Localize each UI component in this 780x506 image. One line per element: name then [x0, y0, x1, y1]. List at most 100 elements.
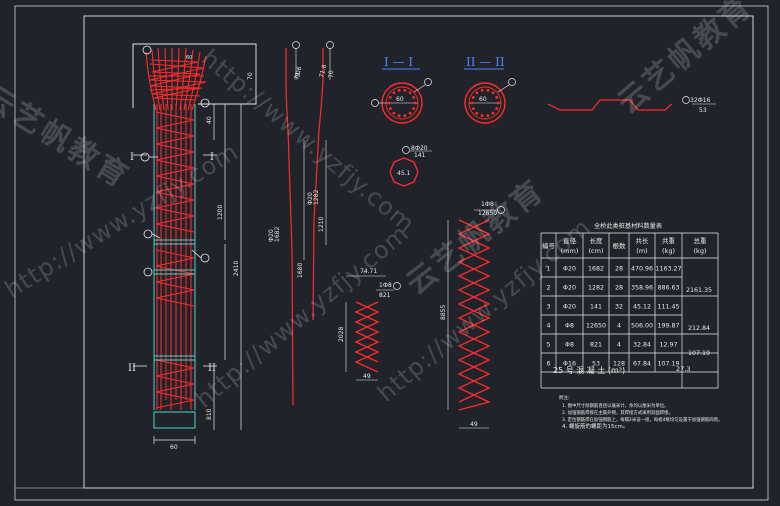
table-cell: Φ8	[565, 323, 574, 330]
bar2-label-len: 1282	[313, 190, 320, 205]
table-cell: 5	[546, 342, 550, 349]
section-1-bar-dot	[412, 96, 416, 99]
section-mark-1-left: I	[130, 152, 134, 163]
section-2-bar-dot	[471, 107, 475, 110]
total-weight-2: 212.84	[688, 325, 710, 332]
section-1-1: I — I 60	[371, 55, 432, 124]
section-2-bar-dot	[475, 111, 479, 115]
bar1-dim-70: 70	[295, 70, 302, 78]
table-cell: 45.12	[633, 304, 651, 311]
table-cell: 12650	[586, 323, 606, 330]
notes: 附注： 1. 图中尺寸除钢筋直径以毫米计，余均以厘米为单位。 2. 加强钢筋焊接…	[559, 394, 722, 430]
spiral4-label-b: 12650	[478, 210, 497, 217]
table-header-unit: (mm)	[561, 247, 579, 255]
table-title: 全桥此类桩基材料数量表	[594, 222, 662, 230]
note-3: 3. 定位钢筋焊在加强钢筋上，每隔2米设一组，每组4根均匀设置于加强钢筋四周。	[562, 416, 722, 423]
table-cell: 506.00	[631, 323, 653, 330]
section-2-bar-dot	[480, 114, 484, 118]
table-cell: 67.84	[633, 361, 651, 368]
table-header-cell: 共长	[636, 236, 650, 245]
table-cell: 821	[590, 342, 602, 349]
section-2-bar-dot	[486, 114, 490, 118]
table-cell: 2	[546, 285, 550, 292]
section-1-bar-dot	[408, 91, 412, 95]
section-mark-1-right: I	[210, 152, 214, 163]
dim-60-bottom: 60	[170, 444, 178, 451]
spiral5-label-a: 1Ф8	[379, 282, 392, 289]
material-table: 全桥此类桩基材料数量表 编号直径(mm)长度(cm)根数共长(m)共重(kg)总…	[540, 222, 719, 389]
section-2-dia: 60	[479, 96, 487, 103]
section-2-bar-dot	[491, 111, 495, 115]
table-header-cell: 直径	[563, 236, 577, 245]
dim-1200: 1200	[217, 205, 224, 220]
bar1-label-len: 1682	[274, 227, 281, 242]
section-1-bar-dot	[388, 107, 392, 110]
spiral5-height: 2028	[338, 327, 345, 342]
section-2-bar-dot	[475, 91, 479, 95]
section-2-bar-dot	[495, 107, 499, 110]
section-1-bar-dot	[397, 88, 401, 92]
section-1-bar-dot	[408, 111, 412, 115]
section-mark-2-left: II	[128, 363, 136, 374]
bar6-shape: 32Ф16 53	[547, 96, 716, 114]
table-cell: 358.96	[631, 285, 653, 292]
table-cell: 1682	[588, 266, 604, 273]
section-2-2: II — II 60	[464, 55, 516, 124]
section-2-title: II — II	[466, 55, 505, 69]
section-1-title: I — I	[384, 55, 413, 69]
table-cell: Φ20	[563, 304, 576, 311]
table-cell: 886.63	[657, 285, 679, 292]
section-bar-dots	[387, 88, 500, 118]
section-2-bar-dot	[470, 101, 474, 105]
section-1-dia: 60	[396, 96, 404, 103]
bars-1-2: 70 71.6 70 71.6 1682 Ф20 1282 Ф20 1680 1…	[268, 41, 335, 406]
dim-40: 40	[206, 116, 213, 124]
table-header-cell: 长度	[590, 236, 604, 245]
section-2-bar-dot	[471, 96, 475, 99]
bar2-dim-1210: 1210	[318, 217, 325, 232]
table-cell: Φ8	[565, 342, 574, 349]
spiral4-height: 8855	[440, 305, 447, 320]
note-4: 4. 螺旋筋的螺距为15cm。	[562, 422, 628, 430]
section-1-bar-dot	[392, 111, 396, 115]
table-cell: 32	[615, 304, 623, 311]
table-cell: 199.87	[657, 323, 679, 330]
table-header-cell: 编号	[542, 241, 556, 250]
bar3-label-a: 8Ф20	[411, 145, 428, 152]
table-cell: 28	[615, 266, 623, 273]
dim-70-cap: 70	[247, 72, 254, 80]
section-1-bar-dot	[403, 114, 407, 118]
section-1-bar-dot	[413, 101, 417, 105]
note-title: 附注：	[559, 394, 572, 401]
section-2-bar-dot	[480, 88, 484, 92]
bar6-label: 32Ф16	[690, 97, 711, 104]
table-cell: 111.45	[657, 304, 679, 311]
dim-810: 810	[206, 408, 213, 420]
table-header-unit: (m)	[636, 247, 647, 255]
table-cell: 28	[615, 285, 623, 292]
bar2-dim-70: 70	[328, 70, 335, 78]
bar1-label-dia: Ф20	[268, 229, 275, 242]
concrete-value: 27.3	[676, 365, 690, 373]
table-header-unit: (kg)	[694, 247, 707, 255]
bar2-dim-716: 71.6	[318, 64, 328, 79]
table-cell: 4	[617, 342, 621, 349]
bar2-label-dia: Ф20	[307, 192, 314, 205]
bar3-label-b: 141	[414, 152, 426, 159]
section-2-bar-dot	[495, 96, 499, 99]
table-cell: 12.97	[659, 342, 677, 349]
section-2-bar-dot	[496, 101, 500, 105]
section-1-bar-dot	[392, 91, 396, 95]
section-1-bar-dot	[387, 101, 391, 105]
spiral5-width: 74.71	[360, 268, 377, 275]
spiral5-pitch: 49	[363, 373, 371, 380]
dim-2410: 2410	[233, 261, 240, 276]
bar3-dim: 45.1	[397, 170, 411, 177]
section-1-bar-dot	[412, 107, 416, 110]
section-1-bar-dot	[388, 96, 392, 99]
table-header-cell: 根数	[613, 241, 627, 250]
table-cell: 3	[546, 304, 550, 311]
spiral5-label-b: 821	[379, 292, 391, 299]
concrete-label: 25 号 混 凝 土 (m³)	[553, 365, 625, 375]
